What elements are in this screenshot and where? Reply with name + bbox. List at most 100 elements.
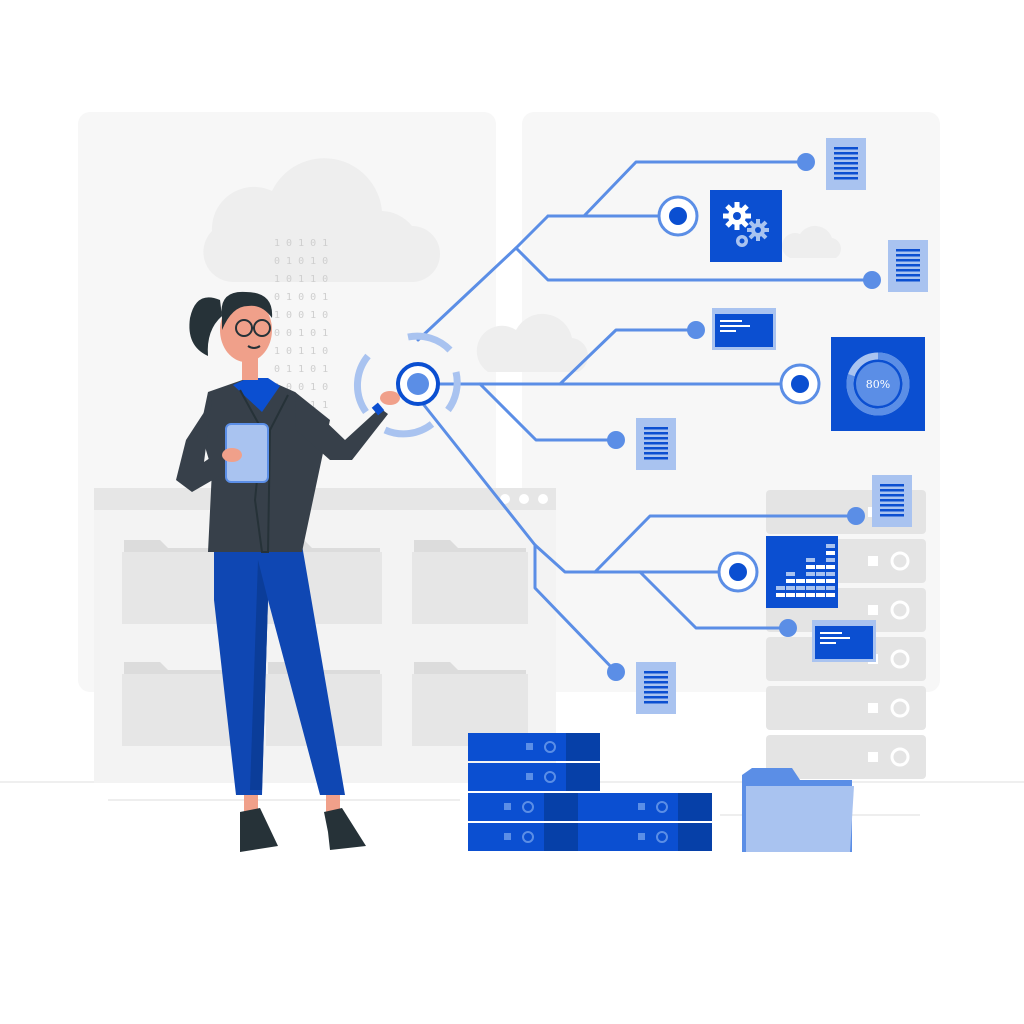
shoe — [240, 808, 278, 852]
binary-digits: 1 0 1 1 0 — [274, 274, 328, 285]
ring-node — [657, 195, 699, 237]
bar-segment — [826, 593, 835, 597]
hub-arc — [353, 353, 371, 415]
bar-chart-icon — [776, 544, 835, 597]
network-line — [514, 246, 874, 282]
server-stack — [468, 733, 712, 851]
tiny-cloud-icon — [782, 225, 841, 258]
node-icon — [687, 321, 705, 339]
bar-chart-widget — [766, 536, 838, 608]
bar-segment — [806, 586, 815, 590]
bar-segment — [796, 593, 805, 597]
server-icon — [468, 793, 578, 821]
endpoint-dots — [607, 153, 881, 681]
bar-segment — [826, 572, 835, 576]
window-dot — [538, 494, 548, 504]
bar-segment — [806, 558, 815, 562]
ponytail — [189, 297, 222, 356]
bar-segment — [796, 586, 805, 590]
hub-arc — [407, 332, 453, 353]
network-hub — [353, 332, 461, 438]
pants — [214, 545, 345, 795]
gear-widget — [710, 190, 782, 262]
progress-label: 80% — [866, 378, 890, 391]
window-dot — [519, 494, 529, 504]
network-line — [533, 543, 618, 674]
cuff — [371, 402, 385, 416]
binary-digits: 1 0 0 1 0 — [274, 310, 328, 321]
ring-nodes — [657, 195, 821, 593]
blouse — [233, 378, 280, 412]
network-line — [478, 382, 618, 442]
binary-digits: 1 0 0 1 0 — [274, 382, 328, 393]
bar-segment — [826, 586, 835, 590]
server-icon — [578, 823, 712, 851]
node-icon — [863, 271, 881, 289]
folder-icon — [122, 662, 238, 746]
hub-arc — [445, 371, 461, 413]
hand — [222, 448, 242, 462]
bar-segment — [786, 572, 795, 576]
bar-segment — [786, 593, 795, 597]
server-unit — [766, 686, 926, 730]
pants-shadow — [250, 560, 268, 790]
server-icon — [578, 793, 712, 821]
document-icon — [888, 240, 928, 292]
mouth — [247, 345, 261, 349]
window-dot — [500, 494, 510, 504]
terminal-icon — [712, 308, 776, 350]
node-icon — [607, 663, 625, 681]
network-line — [593, 514, 858, 574]
bar-segment — [786, 579, 795, 583]
node-icon — [607, 431, 625, 449]
gear-icon — [736, 219, 769, 247]
network-line — [418, 398, 722, 574]
bar-segment — [806, 565, 815, 569]
bar-segment — [816, 593, 825, 597]
bar-segment — [816, 579, 825, 583]
binary-digits: 0 1 0 1 0 — [274, 256, 328, 267]
ankle — [326, 795, 340, 813]
document-icon — [636, 662, 676, 714]
small-cloud-icon — [476, 313, 588, 372]
woman-character — [176, 291, 400, 852]
node-icon — [779, 619, 797, 637]
server-unit — [766, 735, 926, 779]
hand — [380, 391, 400, 405]
server-icon — [468, 733, 600, 761]
binary-digits: 0 0 1 0 1 — [274, 328, 328, 339]
document-icon — [826, 138, 866, 190]
folder-icon — [742, 768, 854, 852]
bar-segment — [806, 572, 815, 576]
bar-segment — [826, 544, 835, 548]
bar-segment — [816, 565, 825, 569]
bar-segment — [826, 558, 835, 562]
bar-segment — [786, 586, 795, 590]
bar-segment — [806, 579, 815, 583]
progress-widget: 80% — [831, 337, 925, 431]
right-arm — [295, 392, 388, 460]
shoe — [324, 808, 366, 850]
cloud-icon — [203, 158, 440, 282]
bar-segment — [816, 586, 825, 590]
gear-icon — [723, 202, 751, 230]
network-line — [638, 570, 790, 630]
binary-digits: 0 1 1 0 1 — [274, 364, 328, 375]
document-icon — [636, 418, 676, 470]
bar-segment — [826, 565, 835, 569]
progress-arc — [846, 352, 910, 416]
node-icon — [847, 507, 865, 525]
bar-segment — [796, 579, 805, 583]
hub-core — [407, 373, 429, 395]
ring-node — [717, 551, 759, 593]
ankle — [244, 795, 258, 813]
network-lines — [416, 160, 874, 674]
server-icon — [468, 763, 600, 791]
network-line — [558, 328, 698, 386]
binary-digits: 1 0 1 1 0 — [274, 346, 328, 357]
bar-segment — [806, 593, 815, 597]
binary-digits: 0 1 0 0 1 — [274, 292, 328, 303]
hair — [221, 291, 273, 330]
server-icon — [468, 823, 578, 851]
left-arm — [176, 400, 230, 492]
